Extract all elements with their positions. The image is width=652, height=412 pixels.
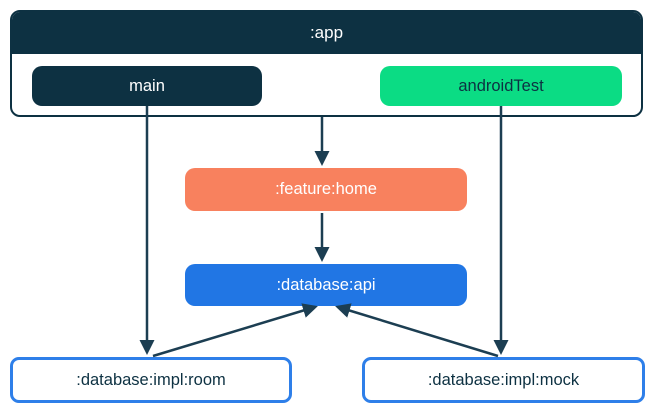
node-feature-home: :feature:home bbox=[185, 168, 467, 211]
node-app-label: :app bbox=[309, 23, 344, 42]
node-app-header: :app bbox=[12, 12, 641, 54]
node-app-sourceset-main: main bbox=[32, 66, 262, 106]
edge-database-impl-mock-to-database-api bbox=[335, 303, 499, 358]
node-database-api: :database:api bbox=[185, 264, 467, 306]
node-database-impl-mock: :database:impl:mock bbox=[362, 357, 645, 403]
node-app-sourceset-androidtest: androidTest bbox=[380, 66, 622, 106]
node-app: :app main androidTest bbox=[10, 10, 643, 117]
node-database-impl-room: :database:impl:room bbox=[10, 357, 292, 403]
edge-database-impl-room-to-database-api bbox=[152, 303, 318, 358]
